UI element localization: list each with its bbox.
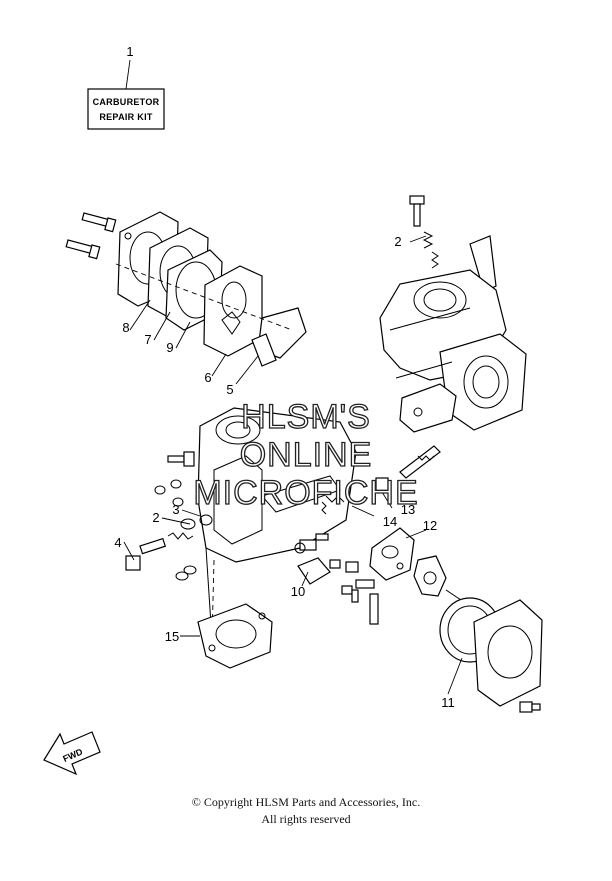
kit-label-line2: REPAIR KIT <box>99 112 153 122</box>
rights-reserved-line: All rights reserved <box>261 812 351 826</box>
callout-5: 5 <box>226 382 233 397</box>
callout-6: 6 <box>204 370 211 385</box>
callout-7: 7 <box>144 332 151 347</box>
callout-3: 3 <box>172 502 179 517</box>
part-12-bracket <box>369 527 415 581</box>
callout-4: 4 <box>114 535 121 550</box>
callouts: 1 2 8 7 9 6 5 3 2 4 10 12 13 14 11 15 <box>114 44 454 710</box>
callout-15: 15 <box>165 629 179 644</box>
leader-lines <box>123 235 463 695</box>
plate-screw-upper <box>81 212 117 233</box>
callout-1: 1 <box>126 44 133 59</box>
repair-kit-label: CARBURETOR REPAIR KIT <box>87 59 165 130</box>
callout-12: 12 <box>423 518 437 533</box>
plate-screw-lower <box>65 239 101 260</box>
part-15-gasket <box>197 603 273 669</box>
forward-direction-arrow: FWD <box>43 731 101 776</box>
callout-10: 10 <box>291 584 305 599</box>
callout-2-lower: 2 <box>152 510 159 525</box>
watermark-line1: HLSM'S <box>241 398 371 436</box>
callout-8: 8 <box>122 320 129 335</box>
callout-14: 14 <box>383 514 397 529</box>
intake-plates-group <box>65 211 307 367</box>
watermark-line3: MICROFICHE <box>193 474 418 512</box>
kit-label-line1: CARBURETOR <box>93 97 160 107</box>
carburetor-body-lower <box>125 407 441 641</box>
copyright-line: © Copyright HLSM Parts and Accessories, … <box>191 795 421 809</box>
callout-9: 9 <box>166 340 173 355</box>
callout-11: 11 <box>441 695 455 710</box>
callout-13: 13 <box>401 502 415 517</box>
watermark-line2: ONLINE <box>240 436 373 474</box>
callout-2-upper: 2 <box>394 234 401 249</box>
carburetor-body-upper <box>379 195 527 433</box>
watermark: HLSM'S ONLINE MICROFICHE <box>193 397 419 512</box>
pump-diaphragm-assembly <box>413 555 543 713</box>
